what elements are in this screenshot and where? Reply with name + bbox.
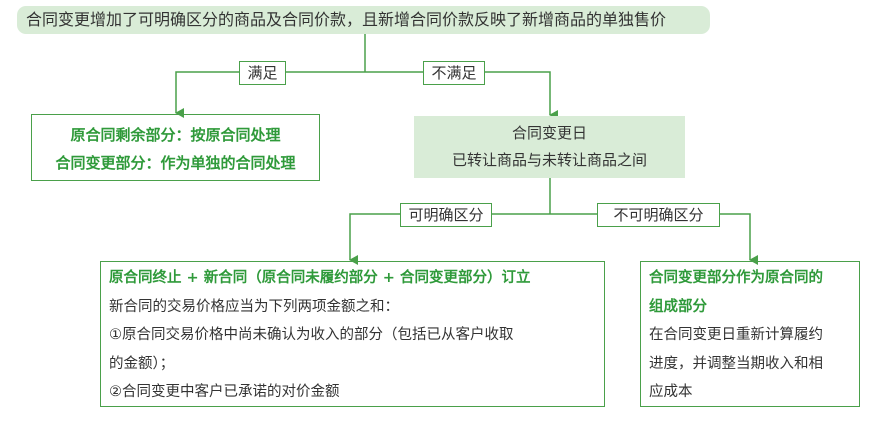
left-box-line2: 合同变更部分：作为单独的合同处理	[55, 154, 296, 172]
bottom-left-line3: 的金额）；	[109, 355, 175, 372]
bottom-left-title: 原合同终止 + 新合同（原合同未履约部分 + 合同变更部分）订立	[109, 270, 531, 286]
label-not-distinct: 不可明确区分	[597, 203, 720, 227]
connector-top-left	[175, 71, 365, 118]
top-condition-text: 合同变更增加了可明确区分的商品及合同价款，且新增合同价款反映了新增商品的单独售价	[26, 10, 667, 29]
left-box-line1: 原合同剩余部分：按原合同处理	[70, 126, 281, 144]
bottom-left-line2: ①原合同交易价格中尚未确认为收入的部分（包括已从客户收取	[109, 327, 514, 343]
bottom-right-title2: 组成部分	[649, 298, 707, 315]
result-separate-contract-box: 原合同剩余部分：按原合同处理 合同变更部分：作为单独的合同处理	[31, 114, 320, 181]
part-of-original-contract-box: 合同变更部分作为原合同的 组成部分 在合同变更日重新计算履约 进度，并调整当期收…	[640, 261, 860, 407]
modification-date-box: 合同变更日 已转让商品与未转让商品之间	[414, 116, 685, 178]
bottom-left-line4: ②合同变更中客户已承诺的对价金额	[109, 384, 340, 400]
mid-box-line2: 已转让商品与未转让商品之间	[451, 151, 647, 169]
bottom-right-line1: 在合同变更日重新计算履约	[649, 327, 823, 343]
bottom-right-line3: 应成本	[649, 384, 693, 400]
mid-box-line1: 合同变更日	[511, 124, 587, 142]
label-satisfied: 满足	[239, 61, 286, 85]
new-contract-box: 原合同终止 + 新合同（原合同未履约部分 + 合同变更部分）订立 新合同的交易价…	[100, 261, 605, 407]
top-condition-box: 合同变更增加了可明确区分的商品及合同价款，且新增合同价款反映了新增商品的单独售价	[17, 6, 710, 34]
label-not-satisfied: 不满足	[423, 61, 485, 85]
bottom-right-line2: 进度，并调整当期收入和相	[649, 355, 823, 372]
bottom-left-line1: 新合同的交易价格应当为下列两项金额之和：	[109, 298, 399, 315]
label-distinct: 可明确区分	[400, 203, 492, 227]
bottom-right-title1: 合同变更部分作为原合同的	[649, 270, 823, 286]
